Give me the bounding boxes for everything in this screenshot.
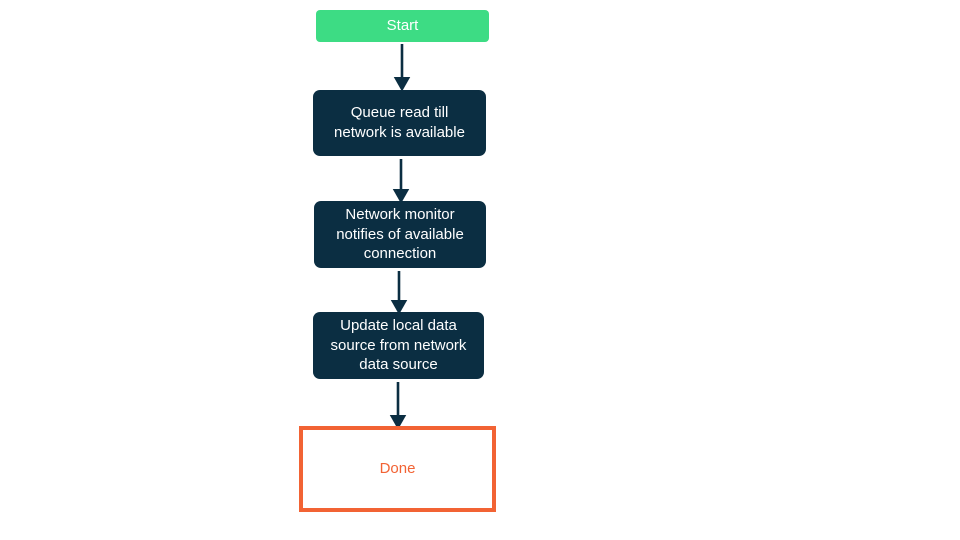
node-queue-label: Queue read till network is available — [334, 104, 465, 141]
node-start[interactable]: Start — [316, 10, 489, 42]
node-monitor-label: Network monitor notifies of available co… — [336, 205, 464, 263]
node-done[interactable]: Done — [299, 426, 496, 512]
node-done-label: Done — [379, 460, 416, 478]
node-update-label: Update local data source from network da… — [330, 316, 467, 374]
node-monitor[interactable]: Network monitor notifies of available co… — [314, 201, 486, 268]
node-queue[interactable]: Queue read till network is available — [313, 90, 486, 156]
node-start-label: Start — [386, 17, 419, 35]
node-update[interactable]: Update local data source from network da… — [313, 312, 484, 379]
